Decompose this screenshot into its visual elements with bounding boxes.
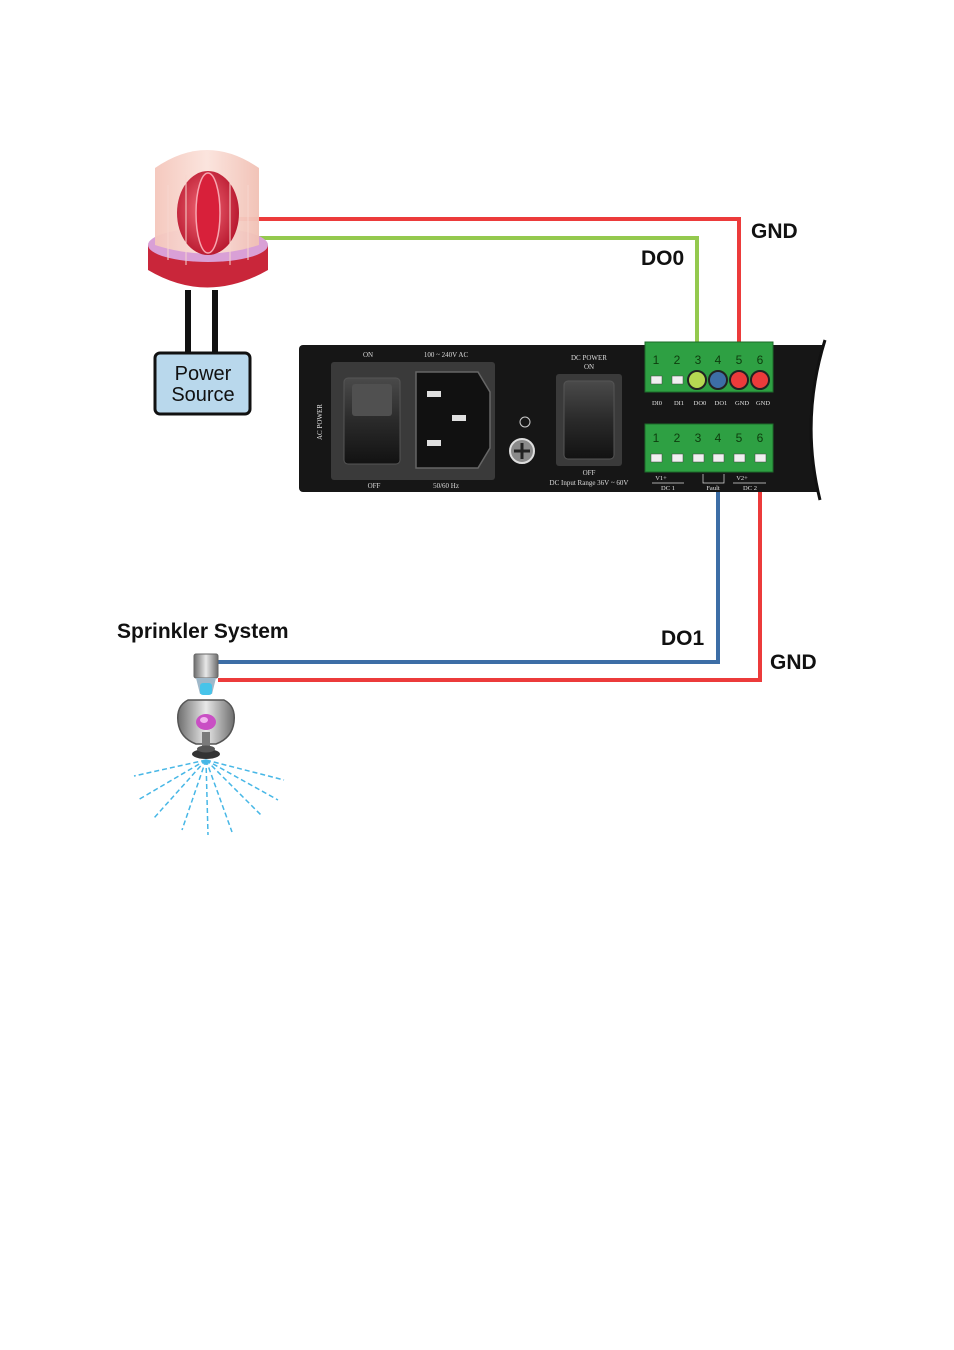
- device-panel: AC POWER ON 100 ~ 240V AC OFF 50/60 Hz D…: [299, 339, 839, 501]
- power-fault-bracket: [702, 474, 725, 484]
- water-spray-line: [133, 759, 207, 777]
- power-v2-label: V2+: [736, 475, 748, 482]
- power-pin-number: 2: [674, 431, 681, 445]
- power-fault-label: Fault: [706, 485, 720, 492]
- sprinkler-pipe: [193, 653, 219, 679]
- dio-screw-slot: [650, 375, 663, 385]
- sprinkler-water-drop: [200, 683, 212, 695]
- ac-on-label: ON: [363, 351, 373, 359]
- sprinkler-title: Sprinkler System: [117, 620, 289, 643]
- water-spray-line: [205, 759, 209, 836]
- power-screw-slot: [733, 453, 746, 463]
- power-pin-number: 3: [695, 431, 702, 445]
- power-screw-slot: [754, 453, 767, 463]
- dc-on-label: ON: [584, 363, 594, 371]
- ac-off-label: OFF: [368, 482, 381, 490]
- dio-pin-label: GND: [735, 400, 749, 407]
- dio-pin-number: 2: [674, 353, 681, 367]
- water-spray-line: [205, 759, 263, 817]
- panel-cut-line: [809, 339, 827, 501]
- dio-wire-gnd-connector: [750, 370, 770, 390]
- dc-off-label: OFF: [583, 469, 596, 477]
- alarm-bulb-core: [195, 172, 221, 254]
- ac-inlet-pin: [427, 440, 441, 446]
- dio-pin-label: DI0: [652, 400, 662, 407]
- power-dc2-label: DC 2: [743, 485, 757, 492]
- power-source-frame: [153, 351, 252, 416]
- sprinkler-stem: [202, 732, 210, 746]
- dio-terminal-block: 1 2 3 4 5 6 DI0 DI1 DO0 DO1 GND GND: [644, 341, 774, 407]
- ac-power-label: AC POWER: [316, 404, 324, 440]
- power-source-box: Power Source: [153, 351, 252, 416]
- dio-screw-slot: [671, 375, 684, 385]
- sprinkler-deflector-top: [197, 745, 215, 753]
- power-screw-slot: [712, 453, 725, 463]
- ac-range-label: 100 ~ 240V AC: [424, 351, 469, 359]
- power-screw-slot: [650, 453, 663, 463]
- power-screw-slot: [671, 453, 684, 463]
- power-pin-number: 5: [736, 431, 743, 445]
- label-do0: DO0: [641, 247, 684, 270]
- ground-symbol-icon: [519, 416, 531, 428]
- power-source-label-line2: Source: [171, 384, 234, 406]
- label-gnd-bottom: GND: [770, 651, 817, 674]
- dc-range-label: DC Input Range 36V ~ 60V: [550, 479, 629, 487]
- water-spray-line: [153, 759, 207, 819]
- water-spray-line: [137, 759, 207, 801]
- power-dc1-label: DC 1: [661, 485, 675, 492]
- water-spray-icon: [133, 759, 285, 836]
- dio-wire-do0-connector: [687, 370, 707, 390]
- wire-do0-alarm: [238, 236, 699, 378]
- label-do1: DO1: [661, 627, 705, 650]
- water-spray-line: [181, 759, 207, 831]
- power-pin-number: 1: [653, 431, 660, 445]
- power-terminal-body: [644, 423, 774, 473]
- alarm-light: [148, 150, 268, 353]
- power-pin-number: 6: [757, 431, 764, 445]
- water-spray-line: [205, 759, 233, 833]
- dio-pin-number: 6: [757, 353, 764, 367]
- power-v1-label: V1+: [655, 475, 667, 482]
- water-spray-line: [205, 759, 285, 781]
- sprinkler-head-icon: [176, 653, 236, 759]
- sprinkler-deflector: [192, 749, 220, 759]
- wire-gnd-alarm: [238, 217, 741, 378]
- dio-pin-number: 4: [715, 353, 722, 367]
- power-pin-number: 4: [715, 431, 722, 445]
- dio-pin-number: 5: [736, 353, 743, 367]
- ac-hz-label: 50/60 Hz: [433, 482, 459, 490]
- power-screw-slot: [692, 453, 705, 463]
- water-spray-line: [205, 759, 279, 801]
- dio-pin-number: 1: [653, 353, 660, 367]
- dio-pin-label: DO0: [694, 400, 707, 407]
- ac-inlet-pin: [452, 415, 466, 421]
- label-gnd-top: GND: [751, 220, 798, 243]
- power-source-label-line1: Power: [175, 363, 232, 385]
- dio-pin-label: DO1: [715, 400, 728, 407]
- power-terminal-block: 1 2 3 4 5 6 V1+ DC 1 Fault V2+ DC 2: [644, 423, 774, 492]
- dio-wire-gnd-connector: [729, 370, 749, 390]
- dc-power-label: DC POWER: [571, 354, 607, 362]
- dio-pin-label: DI1: [674, 400, 684, 407]
- dc-power-switch[interactable]: [563, 380, 615, 460]
- ac-inlet-pin: [427, 391, 441, 397]
- dio-wire-do1-connector: [708, 370, 728, 390]
- dio-pin-number: 3: [695, 353, 702, 367]
- ac-switch-rocker: [352, 384, 392, 416]
- sprinkler-bulb-highlight: [200, 717, 208, 723]
- dio-pin-label: GND: [756, 400, 770, 407]
